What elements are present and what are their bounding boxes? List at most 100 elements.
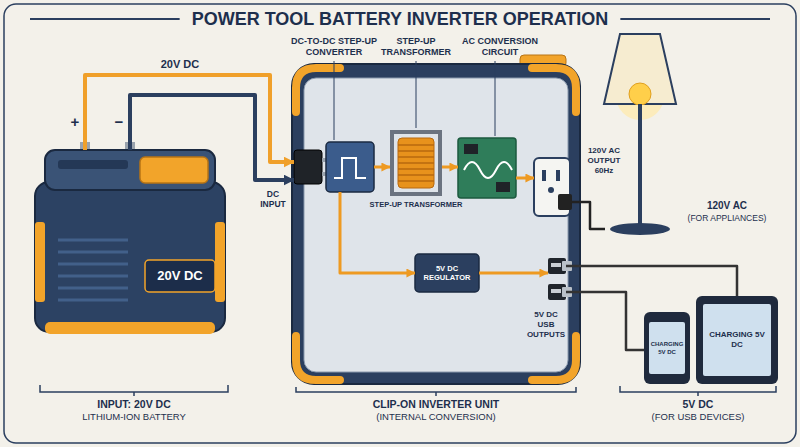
section-label: INPUT: 20V DC (34, 398, 234, 410)
node-text: 5V DC REGULATOR (415, 254, 479, 292)
leader-line (334, 61, 335, 140)
lamp-illustration (604, 34, 676, 235)
winding (398, 156, 434, 158)
battery-top (45, 150, 215, 190)
dc-converter: DC-TO-DC STEP-UP CONVERTER (294, 142, 374, 192)
node-text: CHARGING 5V DC (649, 322, 685, 374)
power-flow-arrow (479, 272, 548, 275)
node-text: (FOR APPLIANCES) (677, 214, 777, 224)
battery-plate (145, 260, 215, 292)
converter-box (326, 142, 374, 192)
node-text: AC CONVERSION CIRCUIT (458, 36, 542, 58)
coil-windings (398, 145, 434, 181)
winding (398, 150, 434, 152)
title-rule (620, 18, 770, 20)
sine-wave (464, 162, 512, 178)
ac-circuit: AC CONVERSION CIRCUIT (458, 138, 516, 198)
battery-latch (140, 157, 208, 183)
usb-ports: 5V DC USB OUTPUTS (548, 256, 566, 302)
phone-screen (649, 322, 685, 374)
winding (398, 174, 434, 176)
power-flow-arrow (442, 166, 458, 169)
outlet-illustration (534, 158, 572, 216)
tablet (696, 296, 778, 384)
chip (464, 144, 478, 154)
bracket (620, 386, 776, 396)
leader-lines (334, 61, 495, 140)
winding (398, 144, 434, 146)
bracket (296, 387, 576, 396)
node-text: 20V DC (145, 260, 215, 292)
circuit-board (458, 138, 516, 198)
ac-plug (558, 194, 572, 210)
power-flow-arrow (374, 166, 390, 169)
outlet-ground (548, 187, 554, 193)
power-cord (570, 202, 605, 229)
usb-tongue (551, 263, 561, 267)
node-text: 120V AC OUTPUT 60Hz (583, 146, 625, 176)
polarity-sign: − (112, 113, 126, 130)
outlet-slot (542, 170, 546, 181)
node-text: 120V AC (677, 200, 777, 212)
ridge (58, 275, 128, 278)
title-rule (30, 18, 180, 20)
leader-line (495, 61, 496, 136)
tablet: CHARGING 5V DC (696, 296, 778, 384)
tablet-screen (703, 304, 771, 376)
regulator-box (415, 254, 479, 292)
section-label: 5V DC (618, 398, 778, 410)
battery-ridges (58, 240, 128, 300)
battery-foot (45, 322, 215, 334)
converter-illustration (294, 142, 374, 192)
inverter-housing (292, 55, 580, 384)
node-text: 5V DC USB OUTPUTS (526, 310, 566, 340)
positive-wire (85, 75, 294, 162)
transformer-coil (398, 138, 434, 188)
phone (644, 312, 690, 384)
ac-circuit-illustration (458, 138, 516, 198)
transformer-illustration (392, 132, 440, 194)
ridge (58, 263, 128, 266)
regulator: 5V DC REGULATOR (415, 254, 479, 292)
usb-cable (566, 292, 644, 350)
usb-cable (566, 266, 737, 296)
section-label: (FOR USB DEVICES) (618, 412, 778, 423)
diagram-title: POWER TOOL BATTERY INVERTER OPERATION (192, 8, 609, 30)
housing-case (292, 64, 580, 384)
battery-grip (58, 160, 128, 169)
node-text: CHARGING 5V DC (703, 304, 771, 376)
winding (398, 180, 434, 182)
leader-line (416, 61, 417, 128)
input-plug (294, 150, 322, 184)
port-label: DC INPUT (256, 189, 290, 209)
usb-illustration (548, 258, 572, 300)
lamp: 120V AC(FOR APPLIANCES) (605, 32, 675, 236)
polarity-sign: + (68, 113, 82, 130)
light-bulb (629, 83, 651, 105)
bracket (40, 385, 228, 396)
edge-label: 20V DC (150, 58, 210, 71)
housing-corners (296, 68, 576, 380)
node-text: STEP-UP TRANSFORMER (378, 36, 454, 58)
usb-tongue (551, 289, 561, 293)
ac-outlet: 120V AC OUTPUT 60Hz (534, 158, 570, 216)
node-text: DC-TO-DC STEP-UP CONVERTER (284, 36, 384, 58)
node-text: CLIP-ON INVERTER UNIT (292, 398, 580, 410)
battery: 20V DC (35, 150, 225, 335)
battery-body (35, 182, 225, 332)
chip (496, 182, 510, 192)
ridge (58, 239, 128, 242)
outlet-slot (556, 170, 560, 181)
transformer-core (392, 132, 440, 194)
inverter-unit: CLIP-ON INVERTER UNIT(INTERNAL CONVERSIO… (292, 64, 580, 384)
lamp-pole (638, 104, 642, 226)
housing-window (304, 78, 568, 372)
brackets (40, 385, 776, 396)
winding (398, 168, 434, 170)
battery-illustration (35, 142, 225, 334)
lamp-shade (604, 34, 676, 104)
frame (4, 4, 796, 443)
